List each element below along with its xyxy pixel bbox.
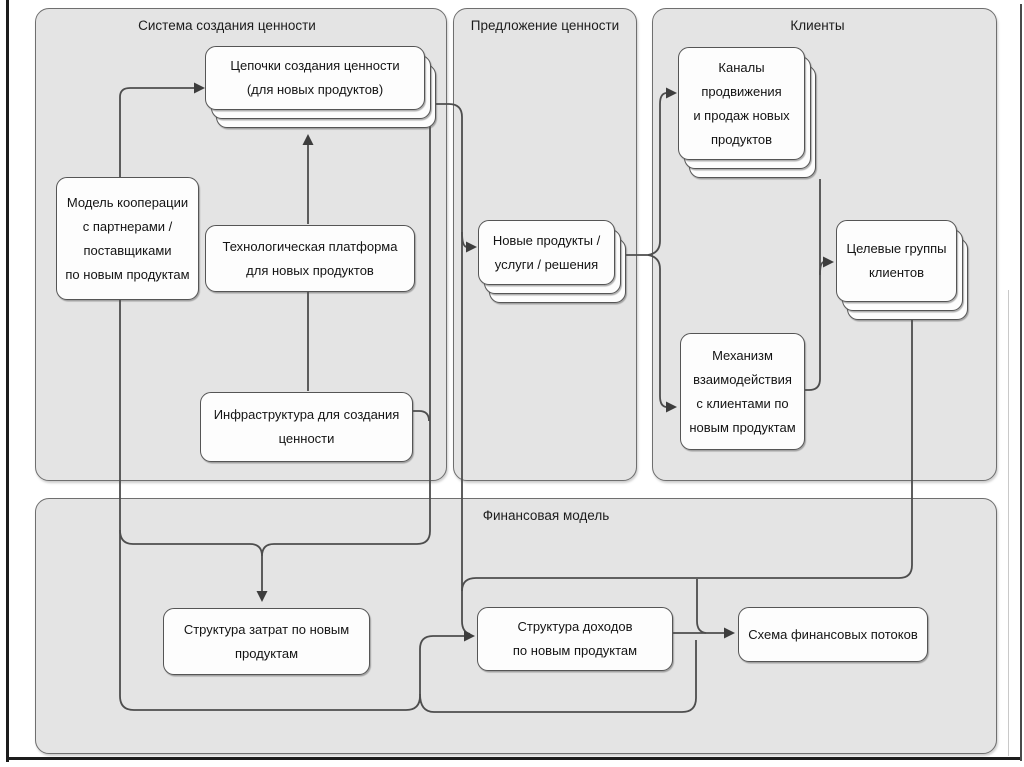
frame-right-edge xyxy=(1020,4,1023,761)
node-label: Новые продукты / услуги / решения xyxy=(492,232,601,272)
node-new-products: Новые продукты / услуги / решения xyxy=(478,220,626,303)
node-revenue-structure: Структура доходов по новым продуктам xyxy=(477,607,673,671)
node-cooperation-model: Модель кооперации с партнерами / поставщ… xyxy=(56,177,199,300)
frame-right-inner-line xyxy=(1008,290,1010,756)
node-label: Целевые группы клиентов xyxy=(846,241,947,280)
container-title: Клиенты xyxy=(790,18,845,33)
node-cost-structure: Структура затрат по новым продуктам xyxy=(163,608,370,675)
frame-left-edge xyxy=(6,0,9,762)
node-target-groups: Целевые группы клиентов xyxy=(836,220,968,320)
node-label: Структура затрат по новым продуктам xyxy=(183,621,350,661)
node-label: Цепочки создания ценности (для новых про… xyxy=(230,58,400,97)
container-title: Система создания ценности xyxy=(138,18,316,33)
node-label: Модель кооперации с партнерами / поставщ… xyxy=(65,194,190,282)
node-label: Схема финансовых потоков xyxy=(748,626,918,642)
node-label: Каналы продвижения и продаж новых продук… xyxy=(693,59,790,147)
node-label: Механизм взаимодействия с клиентами по н… xyxy=(689,347,796,435)
container-title: Финансовая модель xyxy=(482,508,610,523)
frame-bottom-edge xyxy=(6,757,1020,760)
node-tech-platform: Технологическая платформа для новых прод… xyxy=(205,225,415,292)
node-label: Инфраструктура для создания ценности xyxy=(213,407,400,446)
container-title: Предложение ценности xyxy=(470,18,620,33)
node-promo-channels: Каналы продвижения и продаж новых продук… xyxy=(678,47,816,178)
node-label: Структура доходов по новым продуктам xyxy=(512,619,638,658)
node-value-chains: Цепочки создания ценности (для новых про… xyxy=(205,46,436,128)
node-label: Технологическая платформа для новых прод… xyxy=(222,238,398,278)
node-infrastructure: Инфраструктура для создания ценности xyxy=(200,392,413,462)
node-interaction-mechanism: Механизм взаимодействия с клиентами по н… xyxy=(680,333,805,450)
node-financial-flows: Схема финансовых потоков xyxy=(738,607,928,662)
